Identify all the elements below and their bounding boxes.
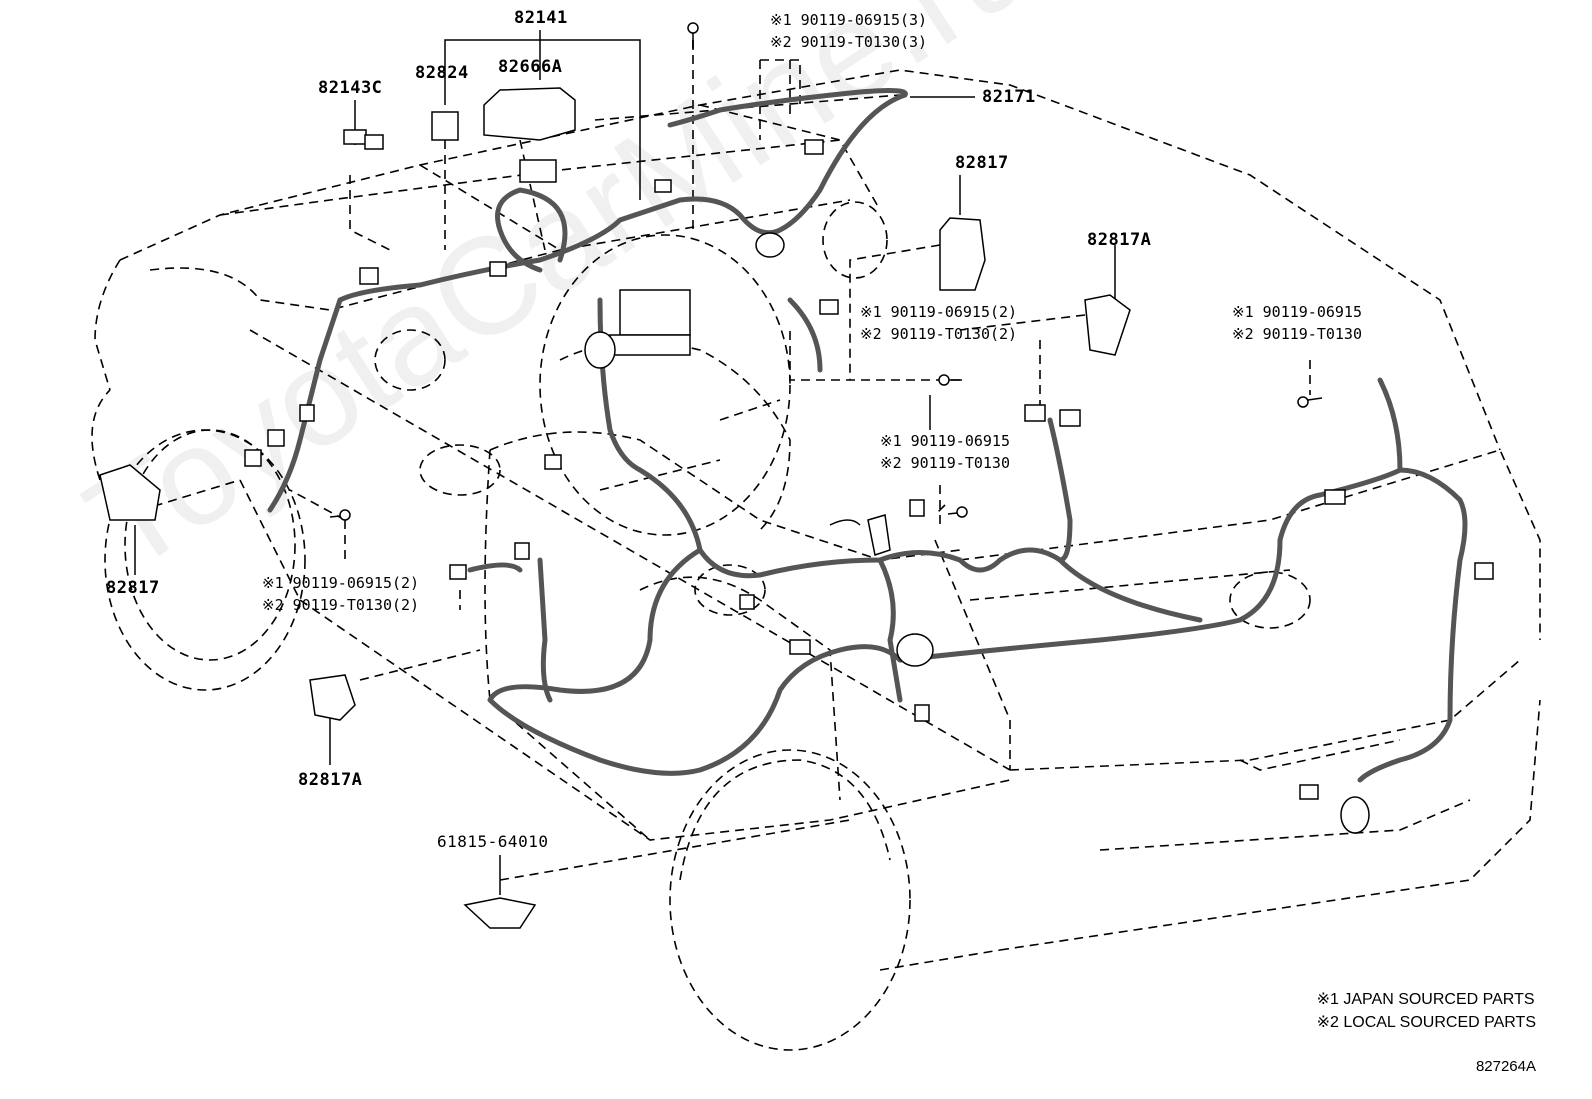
fastener-ref-line: ※1 90119-06915	[880, 432, 1010, 450]
part-label-82171: 82171	[982, 87, 1036, 107]
fastener-ref-line: ※2 90119-T0130(3)	[770, 33, 928, 51]
part-label-82817a-bottom: 82817A	[298, 770, 363, 790]
car-body-outline	[91, 40, 1541, 1051]
fastener-ref-line: ※1 90119-06915(2)	[860, 303, 1018, 321]
bolts	[329, 22, 1323, 521]
part-label-82817a-top: 82817A	[1087, 230, 1152, 250]
fastener-ref-line: ※1 90119-06915	[1232, 303, 1362, 321]
part-label-82824: 82824	[415, 63, 469, 83]
fastener-ref-mid-a: ※1 90119-06915(2) ※2 90119-T0130(2)	[860, 301, 1017, 345]
part-label-82143c: 82143C	[318, 78, 383, 98]
fastener-ref-mid-b: ※1 90119-06915 ※2 90119-T0130	[880, 430, 1010, 474]
fastener-ref-line: ※2 90119-T0130	[1232, 325, 1362, 343]
legend-item: ※1 JAPAN SOURCED PARTS	[1316, 991, 1535, 1008]
leader-lines	[134, 30, 1116, 895]
connectors	[99, 87, 1494, 929]
legend-item: ※2 LOCAL SOURCED PARTS	[1316, 1014, 1536, 1031]
part-label-82666a: 82666A	[498, 57, 563, 77]
part-label-82817-top: 82817	[955, 153, 1009, 173]
part-label-61815: 61815-64010	[437, 832, 549, 851]
fastener-ref-top: ※1 90119-06915(3) ※2 90119-T0130(3)	[770, 9, 927, 53]
fastener-ref-line: ※1 90119-06915(2)	[262, 574, 420, 592]
fastener-ref-right: ※1 90119-06915 ※2 90119-T0130	[1232, 301, 1362, 345]
figure-number: 827264A	[1475, 1058, 1536, 1075]
fastener-ref-left: ※1 90119-06915(2) ※2 90119-T0130(2)	[262, 572, 419, 616]
fastener-ref-line: ※2 90119-T0130(2)	[262, 596, 420, 614]
part-label-82817-left: 82817	[106, 578, 160, 598]
part-label-82141: 82141	[514, 8, 568, 28]
legend: ※1 JAPAN SOURCED PARTS ※2 LOCAL SOURCED …	[1317, 988, 1536, 1034]
fastener-ref-line: ※2 90119-T0130(2)	[860, 325, 1018, 343]
wire-harness	[267, 88, 1468, 783]
fastener-ref-line: ※1 90119-06915(3)	[770, 11, 928, 29]
fastener-ref-line: ※2 90119-T0130	[880, 454, 1010, 472]
